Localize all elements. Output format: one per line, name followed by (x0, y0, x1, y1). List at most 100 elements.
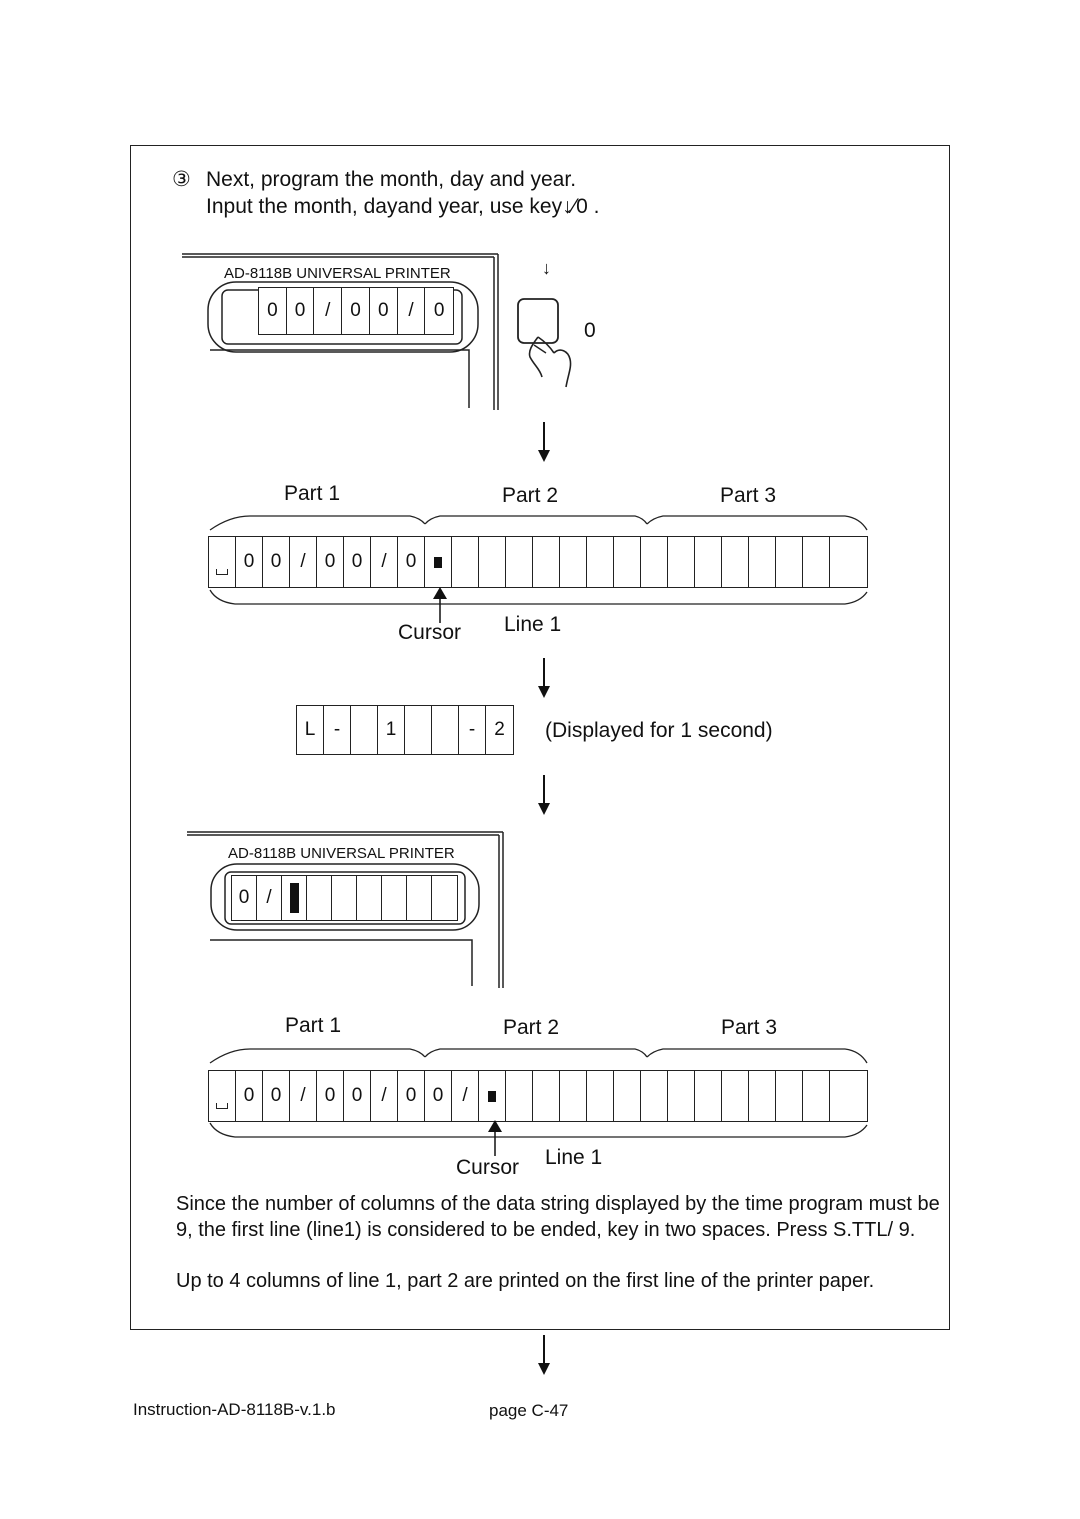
buffer-cell (776, 537, 803, 587)
cursor-pointer-2 (488, 1120, 502, 1156)
display-1-cell: / (314, 288, 343, 334)
buffer-cell (452, 537, 479, 587)
buffer-cell (533, 537, 560, 587)
flow-arrow (543, 775, 545, 805)
line-1-buffer: 0 0 / 0 0 / 0 (208, 536, 868, 588)
step-line-2: Input the month, dayand year, use key↓⁄0… (206, 194, 599, 219)
flow-arrow-head (538, 803, 550, 815)
display-1-cell: 0 (287, 288, 315, 334)
buffer-cell (506, 537, 533, 587)
step-line-2-suffix: . (587, 195, 600, 218)
printer-panel-2 (187, 831, 504, 988)
buffer-cell (506, 1071, 533, 1121)
footer-doc-id: Instruction-AD-8118B-v.1.b (133, 1400, 336, 1419)
buffer-cell: / (452, 1071, 479, 1121)
flow-arrow-head (538, 1363, 550, 1375)
flow-arrow (543, 658, 545, 688)
buffer-cell: 0 (398, 1071, 425, 1121)
display-1: 0 0 / 0 0 / 0 (258, 287, 454, 335)
buffer-cell (803, 1071, 830, 1121)
display-2-cell (307, 876, 332, 920)
key-arrow-symbol: ↓ (542, 258, 551, 278)
indicator-cell (405, 706, 432, 754)
display-1-cell: 0 (342, 288, 370, 334)
flow-arrow (543, 422, 545, 452)
buffer-cell (479, 537, 506, 587)
buffer-cell (722, 1071, 749, 1121)
part-3-label-2: Part 3 (721, 1016, 778, 1039)
cursor-pointer-1 (433, 587, 447, 623)
step-line-1: Next, program the month, day and year. (206, 168, 577, 191)
buffer-cell-space (209, 537, 236, 587)
printer-label-1: AD-8118B UNIVERSAL PRINTER (224, 265, 451, 282)
buffer-cell (641, 1071, 668, 1121)
explanation-paragraph-1: Since the number of columns of the data … (176, 1193, 940, 1241)
buffer-cell: 0 (425, 1071, 452, 1121)
part-1-label: Part 1 (284, 482, 341, 505)
buffer-cell (560, 1071, 587, 1121)
step-marker: ③ (172, 168, 191, 191)
line-1-buffer-2: 0 0 / 0 0 / 0 0 / (208, 1070, 868, 1122)
buffer-cell: / (290, 1071, 317, 1121)
buffer-cell: 0 (317, 537, 344, 587)
buffer-cell: 0 (344, 537, 371, 587)
buffer-cell: / (290, 537, 317, 587)
buffer-cell: / (371, 537, 398, 587)
cursor-label-2: Cursor (456, 1156, 520, 1179)
buffer-cell (614, 1071, 641, 1121)
buffer-cell (695, 537, 722, 587)
line-indicator-display: L - 1 - 2 (296, 705, 514, 755)
flow-arrow-head (538, 686, 550, 698)
buffer-cell (641, 537, 668, 587)
indicator-cell: L (297, 706, 324, 754)
hand-press-icon (517, 298, 572, 388)
buffer-cell (587, 1071, 614, 1121)
display-2-cell (432, 876, 457, 920)
display-duration-note: (Displayed for 1 second) (545, 719, 773, 742)
buffer-cell (830, 537, 857, 587)
flow-arrow-head (538, 450, 550, 462)
display-2-cell (382, 876, 407, 920)
buffer-cell (533, 1071, 560, 1121)
display-2-cursor-cell (282, 876, 307, 920)
part-2-label-2: Part 2 (503, 1016, 560, 1039)
buffer-cell: / (371, 1071, 398, 1121)
footer-page-number: page C-47 (489, 1401, 569, 1420)
buffer-cell: 0 (263, 1071, 290, 1121)
display-1-cell: 0 (259, 288, 287, 334)
buffer-cell (776, 1071, 803, 1121)
display-2-cell: / (257, 876, 282, 920)
display-2-cell (357, 876, 382, 920)
part-1-label-2: Part 1 (285, 1014, 342, 1037)
explanation-paragraph-2: Up to 4 columns of line 1, part 2 are pr… (176, 1270, 875, 1292)
buffer-cell (668, 1071, 695, 1121)
buffer-cell: 0 (236, 537, 263, 587)
display-1-cell: / (398, 288, 426, 334)
display-1-cell: 0 (433, 300, 445, 321)
part-3-label: Part 3 (720, 484, 777, 507)
buffer-cell: 0 (317, 1071, 344, 1121)
buffer-cell (803, 537, 830, 587)
indicator-cell: 1 (378, 706, 405, 754)
line-label-2: Line 1 (545, 1146, 603, 1169)
buffer-cell: 0 (398, 537, 425, 587)
cursor-label-1: Cursor (398, 621, 462, 644)
part-braces-2 (209, 1048, 868, 1138)
buffer-cell: 0 (344, 1071, 371, 1121)
buffer-cell (830, 1071, 857, 1121)
display-2-cell: 0 (232, 876, 257, 920)
step-line-2-text: Input the month, dayand year, use key (206, 195, 563, 218)
cursor-cell (479, 1071, 506, 1121)
indicator-cell: - (459, 706, 486, 754)
part-braces-1 (209, 515, 868, 605)
display-2: 0 / (231, 875, 458, 921)
buffer-cell (668, 537, 695, 587)
display-2-cell (407, 876, 432, 920)
buffer-cell (560, 537, 587, 587)
display-2-cell (332, 876, 357, 920)
buffer-cell (587, 537, 614, 587)
cursor-cell (425, 537, 452, 587)
buffer-cell: 0 (236, 1071, 263, 1121)
printer-label-2: AD-8118B UNIVERSAL PRINTER (228, 845, 455, 862)
buffer-cell (722, 537, 749, 587)
